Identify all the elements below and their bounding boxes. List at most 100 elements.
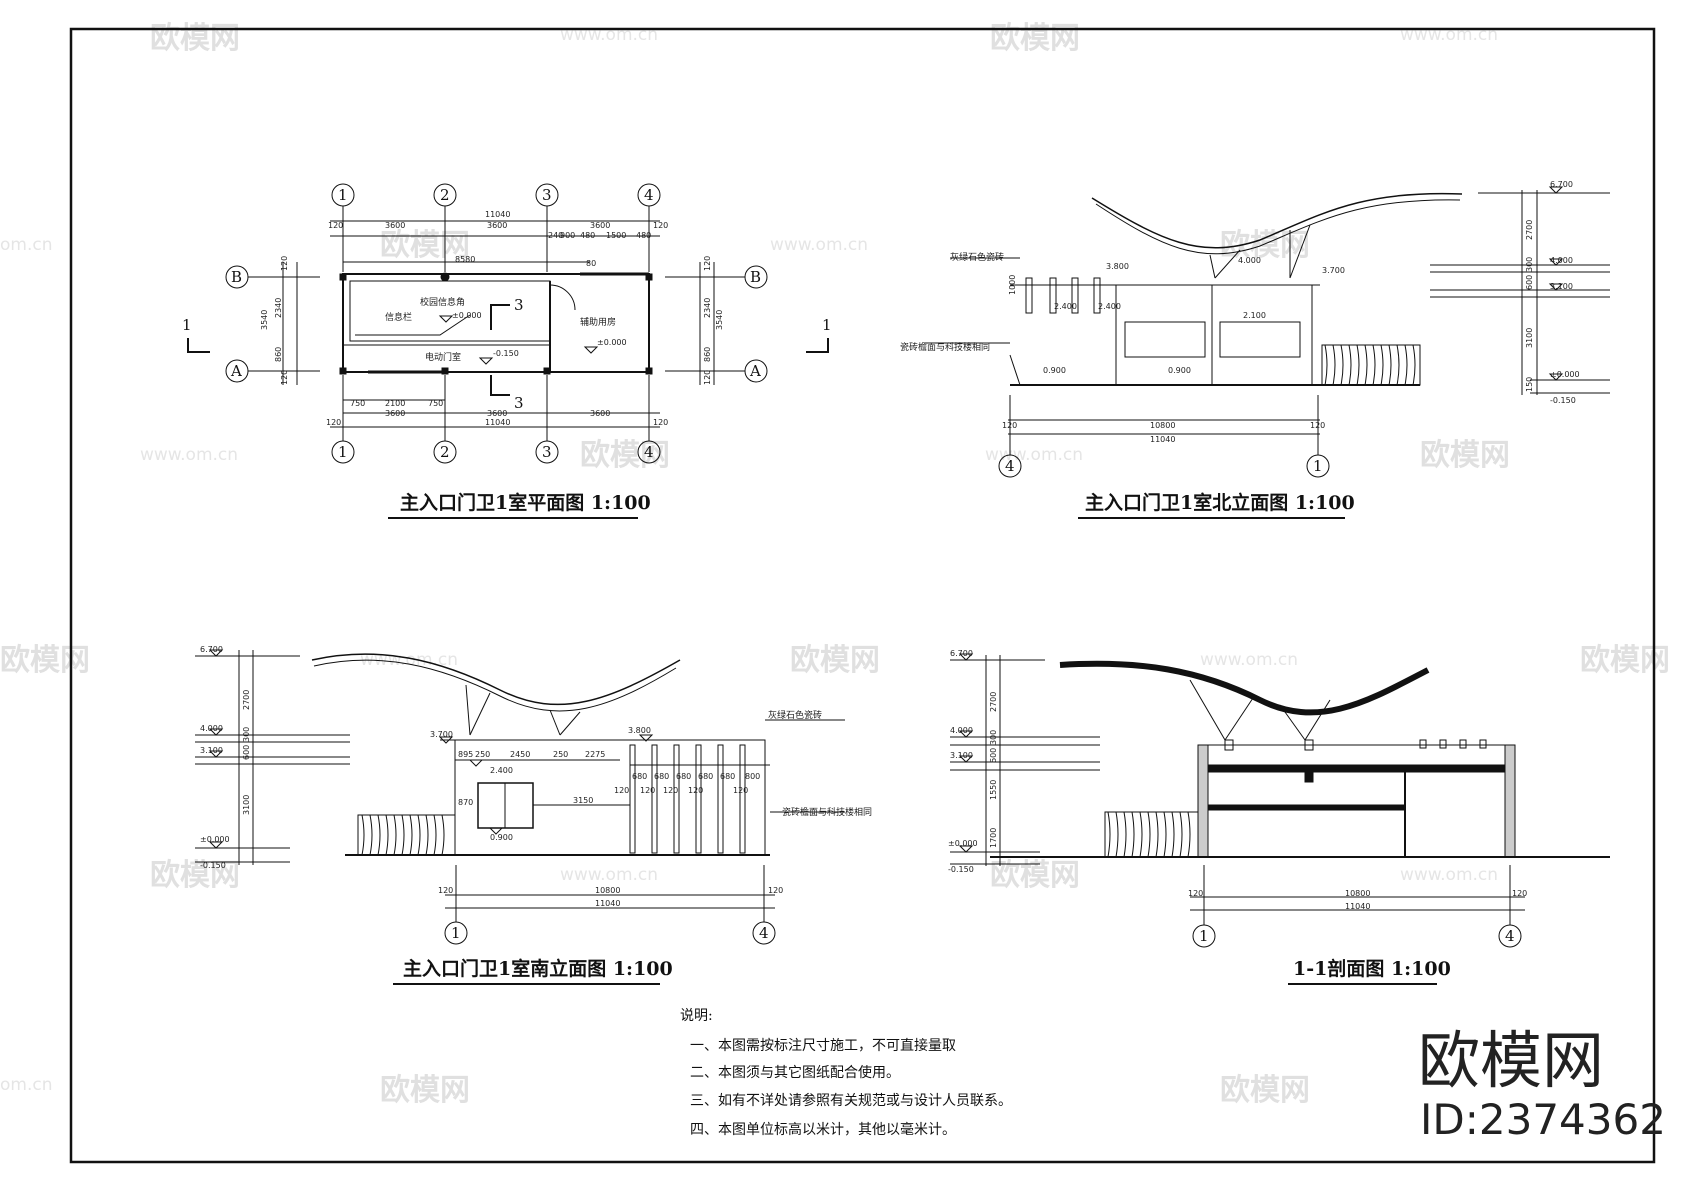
callout-label: 灰绿石色瓷砖 (950, 251, 1004, 263)
level-label: 0.900 (1043, 366, 1066, 375)
note-item: 一、本图需按标注尺寸施工，不可直接量取 (690, 1037, 956, 1054)
watermark-url: om.cn (0, 1075, 53, 1095)
dim-label: 150 (1525, 377, 1534, 392)
dim-label: 600 (242, 745, 251, 760)
dim-label: 120 (663, 786, 678, 795)
dim-label: 120 (653, 221, 668, 230)
dim-label: 10800 (595, 886, 620, 895)
dim-label: 480 (580, 231, 595, 240)
dim-label: 2700 (989, 692, 998, 712)
dim-label: 3100 (1525, 328, 1534, 348)
plan-drawing (187, 183, 829, 464)
dim-label: 3600 (487, 221, 507, 230)
axis-label: 3 (542, 186, 552, 204)
axis-label: 4 (1005, 457, 1015, 475)
watermark-logo: 欧模网 (150, 858, 240, 893)
dim-label: 480 (636, 231, 651, 240)
dim-label: 2700 (242, 690, 251, 710)
dim-label: 2700 (1525, 220, 1534, 240)
south-elevation (195, 649, 845, 945)
dim-label: 870 (458, 798, 473, 807)
dim-label: 1500 (606, 231, 626, 240)
drawing-title: 1-1剖面图 1:100 (1293, 957, 1451, 980)
level-label: -0.150 (1550, 396, 1576, 405)
section-mark: 3 (514, 296, 524, 314)
dim-label: 11040 (485, 210, 510, 219)
dim-label: 250 (475, 750, 490, 759)
section-mark: 1 (822, 316, 832, 334)
axis-label: 4 (1505, 927, 1515, 945)
dim-label: 11040 (1345, 902, 1370, 911)
drawing-title: 主入口门卫1室平面图 1:100 (400, 491, 651, 514)
north-elevation (925, 186, 1610, 478)
dim-label: 120 (653, 418, 668, 427)
dim-label: 240 (548, 231, 563, 240)
dim-label: 680 (654, 772, 669, 781)
section-drawing (950, 653, 1610, 948)
dim-label: 600 (989, 748, 998, 763)
dim-label: 3600 (487, 409, 507, 418)
dim-label: 120 (768, 886, 783, 895)
rail-label: 信息栏 (385, 311, 412, 323)
callout-label: 灰绿石色瓷砖 (768, 709, 822, 721)
level-label: ±0.000 (1550, 370, 1580, 379)
dim-label: 800 (745, 772, 760, 781)
dim-label: 2450 (510, 750, 530, 759)
level-label: 6.700 (950, 649, 973, 658)
dim-label: 120 (1310, 421, 1325, 430)
section-labels: 6.700 4.000 3.100 ±0.000 -0.150 2700 600… (948, 649, 1527, 985)
level-label: 3.800 (1106, 262, 1129, 271)
level-label: 0.900 (1168, 366, 1191, 375)
dim-label: 3600 (590, 221, 610, 230)
notes-heading: 说明: (680, 1008, 713, 1024)
dim-label: 900 (560, 231, 575, 240)
level-label: -0.150 (493, 349, 519, 358)
watermark-url: www.om.cn (140, 445, 238, 465)
level-label: 3.100 (1550, 282, 1573, 291)
dim-label: 3150 (573, 796, 593, 805)
watermark-logo: 欧模网 (380, 1073, 470, 1108)
level-label: ±0.000 (452, 311, 482, 320)
axis-label: 1 (338, 443, 348, 461)
dim-label: 3600 (590, 409, 610, 418)
brand-watermark: 欧模网 ID:2374362 (1418, 1024, 1666, 1144)
level-label: 2.400 (1054, 302, 1077, 311)
level-label: 2.400 (1098, 302, 1121, 311)
watermark-logo: 欧模网 (380, 228, 470, 263)
level-label: 0.900 (490, 833, 513, 842)
callout-label: 瓷砖檐面与科技楼相同 (900, 341, 990, 353)
drawing-title: 主入口门卫1室南立面图 1:100 (403, 957, 673, 980)
level-label: 3.700 (430, 730, 453, 739)
brand-logo-text: 欧模网 (1418, 1024, 1604, 1097)
dim-label: 860 (274, 347, 283, 362)
level-label: 4.000 (1238, 256, 1261, 265)
dim-label: 1000 (1008, 275, 1017, 295)
axis-label: 2 (440, 443, 450, 461)
section-fence (1104, 811, 1199, 858)
dim-label: 11040 (485, 418, 510, 427)
dim-label: 680 (676, 772, 691, 781)
watermark-logo: 欧模网 (1420, 438, 1510, 473)
dim-label: 3600 (385, 409, 405, 418)
axis-label: 1 (1313, 457, 1323, 475)
room-label: 辅助用房 (580, 316, 616, 328)
plan-axis-top (331, 183, 661, 272)
dim-label: 120 (438, 886, 453, 895)
axis-label: 4 (644, 443, 654, 461)
dim-label: 2340 (703, 298, 712, 318)
dim-label: 10800 (1150, 421, 1175, 430)
dim-label: 11040 (595, 899, 620, 908)
dim-label: 680 (632, 772, 647, 781)
notes-block: 说明: 一、本图需按标注尺寸施工，不可直接量取 二、本图须与其它图纸配合使用。 … (680, 1008, 1012, 1138)
dim-label: 120 (1512, 889, 1527, 898)
dim-label: 10800 (1345, 889, 1370, 898)
plan-labels: 1 2 3 4 1 2 3 4 B A B A 1 1 3 3 校园信息角 辅助… (182, 186, 832, 519)
watermark-logo: 欧模网 (1580, 643, 1670, 678)
dim-label: 80 (586, 259, 596, 268)
level-label: 4.000 (1550, 256, 1573, 265)
dim-label: 11040 (1150, 435, 1175, 444)
level-label: -0.150 (200, 861, 226, 870)
dim-label: 680 (698, 772, 713, 781)
